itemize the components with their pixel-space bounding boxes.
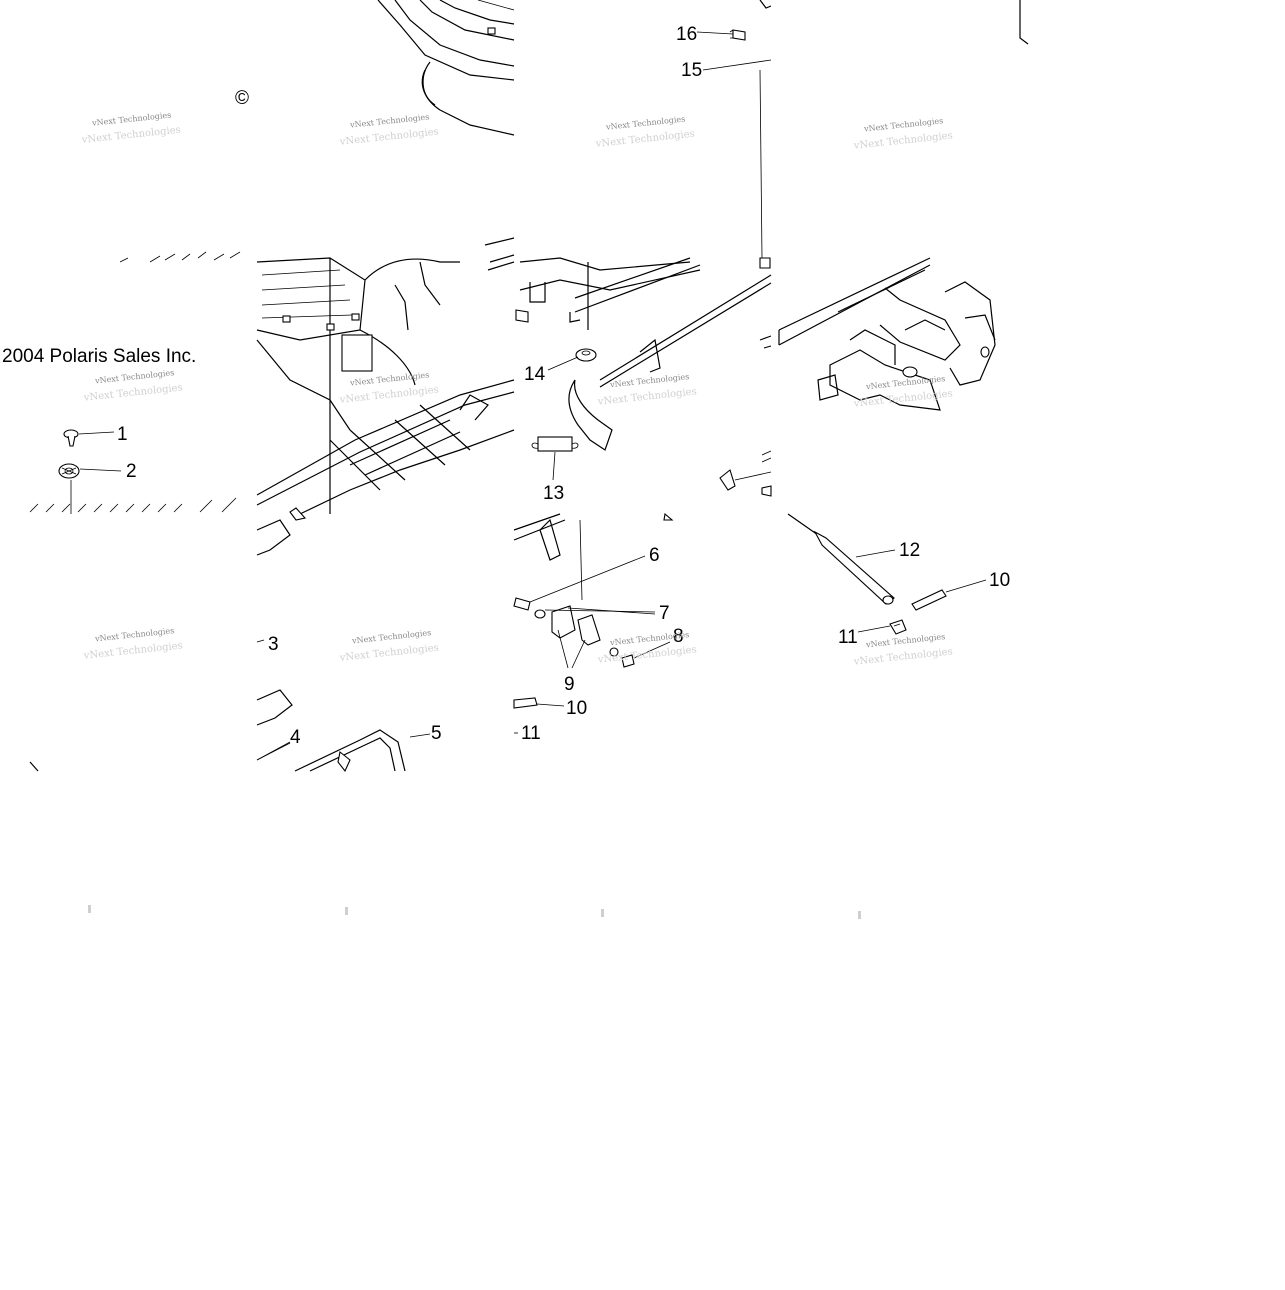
watermark: vNext Technologies bbox=[351, 628, 432, 645]
watermark: vNext Technologies bbox=[338, 126, 439, 147]
watermark: vNext Technologies bbox=[605, 114, 686, 131]
watermark: vNext Technologies bbox=[863, 116, 944, 133]
body-panel-left-edge bbox=[119, 251, 241, 263]
push-rivet-1 bbox=[63, 429, 79, 447]
callout-6: 6 bbox=[649, 545, 660, 566]
grommet-2 bbox=[58, 463, 80, 479]
callout-13: 13 bbox=[543, 483, 564, 504]
callout-4: 4 bbox=[290, 727, 301, 748]
callout-1: 1 bbox=[117, 424, 128, 445]
watermark: vNext Technologies bbox=[865, 632, 946, 649]
watermark: vNext Technologies bbox=[91, 110, 172, 127]
pin-10 bbox=[911, 589, 947, 611]
frame-lower-left bbox=[256, 519, 406, 773]
pin-10-lower bbox=[513, 697, 538, 709]
callout-16: 16 bbox=[676, 24, 697, 45]
fastener-16 bbox=[729, 29, 746, 41]
copyright-caption: 2004 Polaris Sales Inc. bbox=[2, 346, 196, 367]
watermark: vNext Technologies bbox=[852, 388, 953, 409]
watermark: vNext Technologies bbox=[338, 384, 439, 405]
callout-5: 5 bbox=[431, 723, 442, 744]
watermark: vNext Technologies bbox=[594, 129, 695, 150]
nut-8 bbox=[621, 654, 635, 668]
body-panel-edge bbox=[759, 0, 772, 9]
callout-11: 11 bbox=[838, 627, 858, 648]
bushing-7 bbox=[534, 605, 619, 657]
frame-corner-left bbox=[29, 761, 39, 772]
watermark: vNext Technologies bbox=[596, 386, 697, 407]
callout-11-lower: 11 bbox=[521, 723, 541, 744]
spring-13 bbox=[531, 436, 579, 452]
body-panel-top bbox=[377, 0, 515, 136]
callout-7: 7 bbox=[659, 603, 670, 624]
cargo-box bbox=[256, 257, 460, 514]
watermark: vNext Technologies bbox=[852, 646, 953, 667]
watermark: vNext Technologies bbox=[82, 382, 183, 403]
callout-14: 14 bbox=[524, 364, 546, 385]
copyright-symbol: © bbox=[235, 88, 249, 109]
callout-10: 10 bbox=[989, 570, 1010, 591]
watermark: vNext Technologies bbox=[94, 368, 175, 385]
main-frame bbox=[256, 237, 515, 521]
callout-3: 3 bbox=[268, 634, 279, 655]
watermark: vNext Technologies bbox=[82, 640, 183, 661]
watermark: vNext Technologies bbox=[349, 370, 430, 387]
watermark-specks bbox=[88, 905, 861, 919]
callout-2: 2 bbox=[126, 461, 137, 482]
callout-12: 12 bbox=[899, 540, 920, 561]
callout-10-lower: 10 bbox=[566, 698, 587, 719]
callout-9: 9 bbox=[564, 674, 575, 695]
pin-6 bbox=[513, 597, 531, 611]
frame-rails-center bbox=[515, 257, 772, 497]
callout-8: 8 bbox=[673, 626, 684, 647]
watermark: vNext Technologies bbox=[349, 112, 430, 129]
shock-12 bbox=[787, 513, 895, 605]
watermark: vNext Technologies bbox=[852, 130, 953, 151]
frame-bracket-center bbox=[513, 512, 674, 601]
watermark: vNext Technologies bbox=[80, 125, 181, 146]
watermark: vNext Technologies bbox=[94, 626, 175, 643]
watermark: vNext Technologies bbox=[596, 644, 697, 665]
rear-frame-assembly bbox=[778, 257, 996, 411]
watermark: vNext Technologies bbox=[338, 642, 439, 663]
frame-edge-top bbox=[1019, 0, 1029, 45]
hatch-bottom-left bbox=[29, 497, 237, 513]
grommet-14 bbox=[575, 348, 597, 362]
callout-15: 15 bbox=[681, 60, 702, 81]
clip-11 bbox=[889, 619, 907, 635]
